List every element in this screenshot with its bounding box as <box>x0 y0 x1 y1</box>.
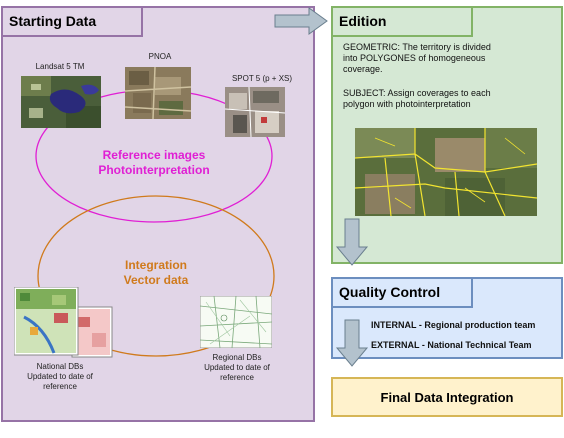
final-data-integration-text: Final Data Integration <box>380 389 514 405</box>
starting-data-title-text: Starting Data <box>9 13 97 29</box>
vector-data-line2: Vector data <box>123 273 189 287</box>
qc-inner-arrow <box>335 319 369 367</box>
national-dbs-line2: Updated to date of <box>27 372 93 381</box>
reference-images-line1: Reference images <box>102 148 206 162</box>
subject-line2: polygon with photointerpretation <box>343 99 471 109</box>
final-data-integration-box: Final Data Integration <box>331 377 563 417</box>
regional-dbs-line1: Regional DBs <box>212 353 262 362</box>
subject-line1: SUBJECT: Assign coverages to each <box>343 88 491 98</box>
pnoa-caption: PNOA <box>148 52 172 61</box>
geometric-line3: coverage. <box>343 64 383 74</box>
reference-images-label: Reference images Photointerpretation <box>70 148 238 178</box>
vector-data-line1: Integration <box>125 258 187 272</box>
arrow-to-edition <box>274 7 328 35</box>
national-dbs-caption: National DBs Updated to date of referenc… <box>12 362 108 392</box>
regional-dbs-line2: Updated to date of <box>204 363 270 372</box>
regional-dbs-caption: Regional DBs Updated to date of referenc… <box>196 353 278 383</box>
edition-title-text: Edition <box>339 13 387 29</box>
regional-dbs-map <box>200 296 272 348</box>
landsat-image <box>21 76 101 128</box>
reference-images-line2: Photointerpretation <box>98 163 210 177</box>
arrow-to-quality-control <box>335 218 369 266</box>
starting-data-title: Starting Data <box>1 6 143 37</box>
edition-subject: SUBJECT: Assign coverages to each polygo… <box>343 88 557 110</box>
landsat-caption: Landsat 5 TM <box>35 62 85 71</box>
national-dbs-line3: reference <box>43 382 77 391</box>
qc-internal: INTERNAL - Regional production team <box>371 320 536 330</box>
geometric-line2: into POLYGONES of homogeneous <box>343 53 486 63</box>
edition-title: Edition <box>331 6 473 37</box>
regional-dbs-line3: reference <box>220 373 254 382</box>
qc-external: EXTERNAL - National Technical Team <box>371 340 532 350</box>
quality-control-title-text: Quality Control <box>339 284 441 300</box>
edition-geometric: GEOMETRIC: The territory is divided into… <box>343 42 557 75</box>
polygon-map-image <box>355 128 537 216</box>
national-dbs-line1: National DBs <box>36 362 84 371</box>
pnoa-image <box>125 67 191 119</box>
national-dbs-maps <box>14 287 113 358</box>
spot-caption: SPOT 5 (p + XS) <box>231 74 293 83</box>
quality-control-title: Quality Control <box>331 277 473 308</box>
spot-image <box>225 87 285 137</box>
vector-data-label: Integration Vector data <box>80 258 232 288</box>
geometric-line1: GEOMETRIC: The territory is divided <box>343 42 491 52</box>
